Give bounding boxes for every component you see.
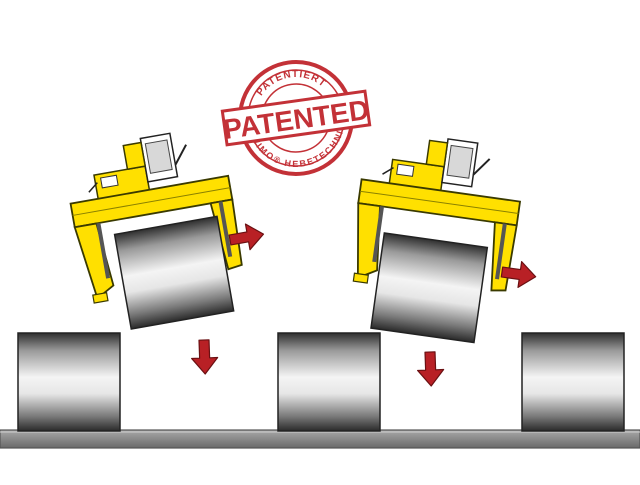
stamp-top-text: PATENTIERT	[252, 64, 329, 99]
coil-floor-left	[17, 332, 121, 432]
coil-carried-right	[370, 232, 489, 344]
arrow-down-1-icon	[190, 338, 219, 376]
patented-stamp: PATENTIERT WIMO® HEBETECHNIK PATENTED	[220, 59, 372, 176]
coil-floor-right	[521, 332, 625, 432]
svg-text:PATENTIERT: PATENTIERT	[252, 64, 329, 99]
gripper-right	[345, 125, 530, 344]
coil-carried-left	[113, 215, 235, 330]
arrow-down-2-icon	[416, 350, 445, 388]
coil-floor-middle	[277, 332, 381, 432]
gripper-left	[59, 122, 248, 330]
floor-rail	[0, 429, 640, 449]
